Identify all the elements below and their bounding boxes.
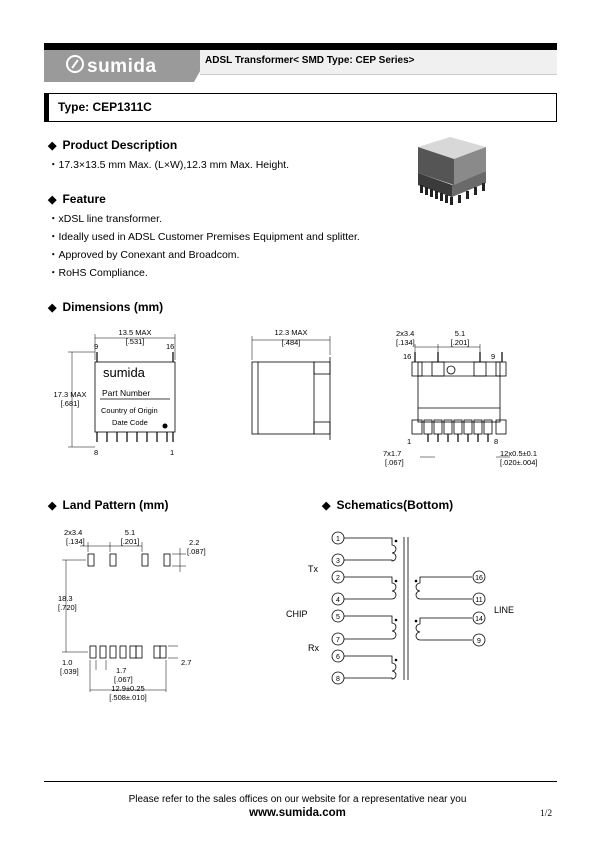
label-line: LINE [494,605,514,615]
dim-pin-9: 9 [94,342,98,351]
feature-heading-text: Feature [62,192,106,206]
dim-height-in: [.484] [282,338,301,347]
dim-pitch-count: 2x3.4 [396,329,414,338]
lp-total-in: [.508±.010] [109,693,146,702]
footer-url-link[interactable]: www.sumida.com [249,807,346,819]
dim-lead-width-in: [.020±.004] [500,458,537,467]
schematic-pin: 3 [336,558,340,565]
dim-lead-pitch-in: [.067] [385,458,404,467]
diamond-bullet-icon: ◆ [48,500,57,512]
schematic-pin: 14 [475,616,483,623]
top-view [68,334,176,448]
type-box-accent [44,93,49,122]
bottom-view [411,344,510,458]
side-view [251,336,331,440]
dim-lead-width: 12x0.5±0.1 [500,449,537,458]
brand-logo: sumida [66,55,157,78]
header-title-band [200,50,557,75]
label-brand: sumida [103,365,146,380]
lp-pad-len-in: [.087] [187,547,206,556]
lp-pitch-count: 2x3.4 [64,528,82,537]
product-photo [418,137,486,205]
pin1-dot-icon [162,423,168,429]
bottom-pin-8: 8 [494,437,498,446]
lp-span-in: [.720] [58,603,77,612]
lp-total: 12.9±0.25 [111,684,144,693]
dim-top-width: 13.5 MAX [119,328,152,337]
diamond-bullet-icon: ◆ [322,500,331,512]
label-date-code: Date Code [112,418,148,427]
schematic-pin: 7 [336,637,340,644]
dim-length-in: [.681] [61,399,80,408]
dimensions-heading-text: Dimensions (mm) [62,300,164,314]
lp-pad-len: 2.2 [189,538,199,547]
dim-length: 17.3 MAX [54,390,87,399]
brand-name: sumida [87,56,157,77]
land-pattern-heading-text: Land Pattern (mm) [62,498,169,512]
feature-item: ・RoHS Compliance. [48,267,148,279]
feature-item: ・xDSL line transformer. [48,213,162,225]
label-tx: Tx [308,564,318,574]
schematic-pin: 9 [477,638,481,645]
schematic-pin: 2 [336,575,340,582]
schematics-heading-text: Schematics(Bottom) [336,498,454,512]
page-number: 1/2 [540,809,553,819]
land-pattern-heading: ◆ Land Pattern (mm) [48,498,168,512]
schematic-pin: 4 [336,597,340,604]
lp-pitch: 5.1 [125,528,135,537]
sumida-logo-icon [66,55,84,73]
lp-pad-w-in: [.039] [60,667,79,676]
lp-span: 18.3 [58,594,73,603]
dim-top-width-in: [.531] [126,337,145,346]
lp-pad-h: 2.7 [181,658,191,667]
dim-height: 12.3 MAX [275,328,308,337]
lp-pitch-count-in: [.134] [66,537,85,546]
schematic-pin: 8 [336,676,340,683]
product-description-text: ・17.3×13.5 mm Max. (L×W),12.3 mm Max. He… [48,159,289,171]
dim-pin-16: 16 [166,342,174,351]
diamond-bullet-icon: ◆ [48,194,57,206]
land-pattern-drawing: 2x3.4 [.134] 5.1 [.201] 2.2 [.087] 18.3 … [58,528,206,702]
schematic-pin: 6 [336,654,340,661]
product-description-heading: ◆ Product Description [48,138,177,152]
dim-pitch: 5.1 [455,329,465,338]
bottom-pin-9: 9 [491,352,495,361]
dimensions-heading: ◆ Dimensions (mm) [48,300,163,314]
footer-note: Please refer to the sales offices on our… [128,794,467,805]
schematic-pin: 5 [336,614,340,621]
lp-lead-pitch: 1.7 [116,666,126,675]
dim-pin-8: 8 [94,448,98,457]
bottom-pin-1: 1 [407,437,411,446]
schematic-pin: 1 [336,536,340,543]
diamond-bullet-icon: ◆ [48,140,57,152]
dim-pitch-count-in: [.134] [396,338,415,347]
lp-pitch-in: [.201] [121,537,140,546]
schematic-drawing: 1 3 2 4 5 7 6 8 16 11 14 9 Tx CHIP Rx LI… [286,531,514,685]
product-description-heading-text: Product Description [62,138,178,152]
type-title: Type: CEP1311C [58,100,152,114]
dim-pin-1: 1 [170,448,174,457]
feature-item: ・Approved by Conexant and Broadcom. [48,249,240,261]
label-part-number: Part Number [102,388,150,398]
schematic-pin: 16 [475,575,483,582]
footer-divider [44,781,557,782]
label-rx: Rx [308,643,319,653]
diamond-bullet-icon: ◆ [48,302,57,314]
schematic-pin: 11 [475,597,482,604]
schematics-heading: ◆ Schematics(Bottom) [322,498,453,512]
header-title: ADSL Transformer< SMD Type: CEP Series> [205,55,415,66]
lp-lead-pitch-in: [.067] [114,675,133,684]
feature-item: ・Ideally used in ADSL Customer Premises … [48,231,360,243]
label-country: Country of Origin [101,406,158,415]
feature-heading: ◆ Feature [48,192,106,206]
dim-pitch-in: [.201] [451,338,470,347]
lp-pad-w: 1.0 [62,658,72,667]
dim-lead-pitch: 7x1.7 [383,449,401,458]
header-top-bar [44,43,557,50]
bottom-pin-16: 16 [403,352,411,361]
dimensions-drawing: 13.5 MAX [.531] 9 16 17.3 MAX [.681] sum… [54,328,538,467]
label-chip: CHIP [286,609,308,619]
